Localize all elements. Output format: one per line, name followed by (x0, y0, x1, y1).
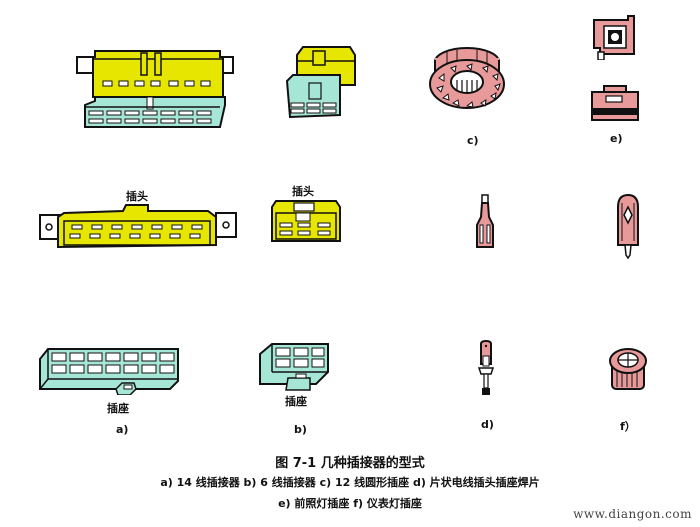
connector-14-assembled (75, 45, 235, 130)
panel-label-d: d) (481, 418, 494, 431)
panel-label-c: c) (467, 134, 479, 147)
connector-6-assembled (285, 45, 360, 125)
panel-label-b: b) (294, 423, 307, 436)
panel-label-f: f） (620, 420, 636, 433)
plug-label-b: 插头 (292, 185, 314, 198)
socket-label-b: 插座 (285, 395, 307, 408)
socket-label-a: 插座 (107, 402, 129, 415)
headlamp-socket-top (590, 14, 640, 60)
connector-6-plug (268, 197, 344, 245)
panel-label-e: e) (610, 132, 623, 145)
connector-14-plug (38, 203, 238, 253)
watermark: www.diangon.com (573, 507, 692, 521)
figure-caption-line2: e) 前照灯插座 f) 仪表灯插座 (278, 497, 422, 510)
plug-label-a: 插头 (126, 190, 148, 203)
headlamp-socket-side (590, 84, 640, 122)
blade-terminal-top (475, 193, 495, 249)
instrument-lamp-socket-side (615, 193, 641, 259)
instrument-lamp-socket-round (607, 345, 649, 393)
panel-label-a: a) (116, 423, 129, 436)
blade-terminal-bottom (477, 340, 495, 398)
figure-caption-line1: a) 14 线插接器 b) 6 线插接器 c) 12 线圆形插座 d) 片状电线… (160, 476, 540, 489)
round-socket-12 (425, 38, 510, 113)
connector-14-socket (38, 345, 183, 395)
figure-title: 图 7-1 几种插接器的型式 (275, 456, 425, 471)
connector-6-socket (258, 340, 330, 392)
